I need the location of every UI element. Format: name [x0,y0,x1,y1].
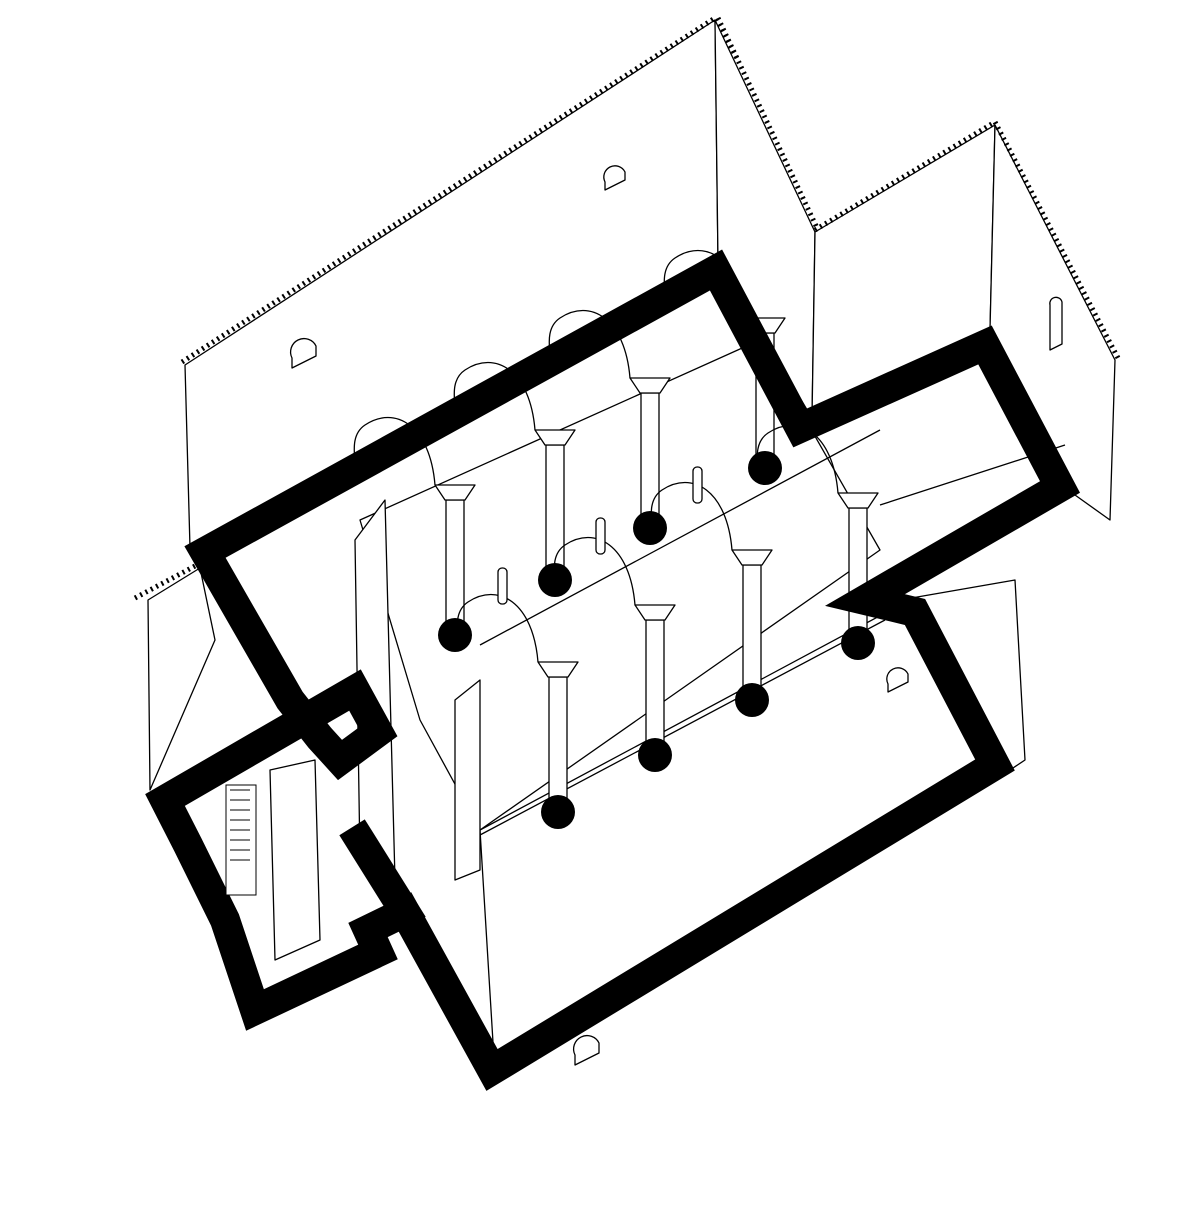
front-pier [454,679,481,881]
column-section [748,451,782,485]
columns [438,451,875,829]
window-icon [572,1034,600,1066]
window-icon [1049,296,1063,351]
horseshoe-arch [353,416,436,486]
column-shaft [848,507,868,644]
column-section [541,795,575,829]
column-shaft [548,676,568,813]
left-block [147,567,216,791]
column-shaft [742,564,762,701]
window-icon [289,337,317,369]
column-capital [837,492,879,509]
column-capital [534,429,576,446]
window-icon [497,567,508,605]
column-section [538,563,572,597]
column-capital [731,549,773,566]
windows [289,165,1063,1066]
column-section [638,738,672,772]
horseshoe-arch [548,309,631,379]
inner-wall-section [339,819,426,933]
column-section [841,626,875,660]
window-icon [692,466,703,504]
column-capital [537,661,579,678]
column-capital [634,604,676,621]
column-section [438,618,472,652]
column-section [735,683,769,717]
horseshoe-arch [453,361,536,431]
column-shaft [645,619,665,756]
column-shaft [445,499,465,636]
window-icon [886,667,909,693]
column-capital [629,377,671,394]
back-arcade-base [479,429,881,646]
column-shaft [640,392,660,529]
column-section [633,511,667,545]
window-icon [595,517,606,555]
wall-section-outline [145,249,1080,1091]
side-chapel [269,759,321,961]
window-icon [603,165,626,191]
column-capital [434,484,476,501]
door [225,784,257,896]
door-grille [230,789,250,861]
